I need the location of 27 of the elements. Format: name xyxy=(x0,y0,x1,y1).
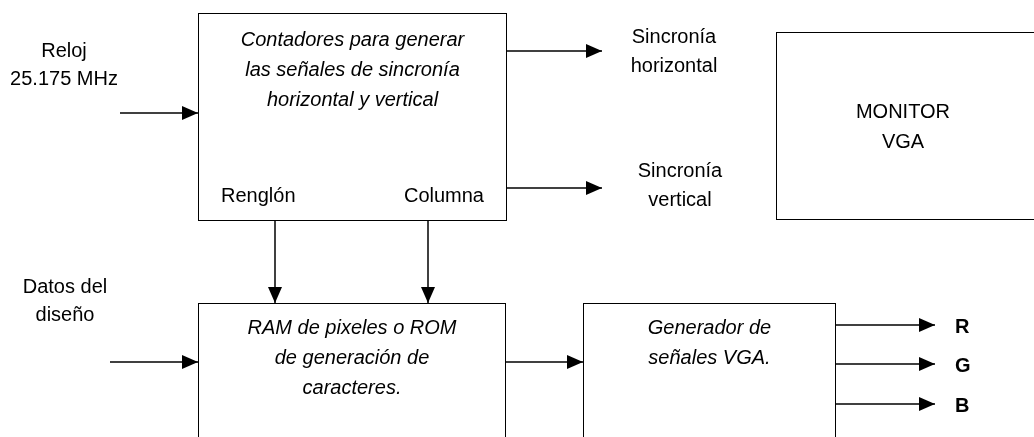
signal-label: Columna xyxy=(403,183,484,208)
signal-label: Renglón xyxy=(221,183,296,208)
arrow xyxy=(421,220,435,304)
input-label: Reloj 25.175 MHz xyxy=(8,36,120,116)
arrow xyxy=(835,318,936,332)
arrow xyxy=(506,181,603,195)
arrow xyxy=(119,106,199,120)
process-box xyxy=(583,303,836,437)
arrow xyxy=(109,355,199,369)
arrow xyxy=(506,44,603,58)
input-label: Datos del diseño xyxy=(20,272,110,368)
block-label: MONITOR VGA xyxy=(854,99,952,154)
process-box xyxy=(198,303,506,437)
signal-label: Sincronía vertical xyxy=(636,158,724,212)
arrow xyxy=(835,397,936,411)
process-box xyxy=(776,32,1034,220)
signal-label: G xyxy=(954,354,971,376)
block-label: Generador de señales VGA. xyxy=(646,315,773,370)
signal-label: R xyxy=(954,315,970,337)
block-label: Contadores para generar las señales de sincronía horizontal y vertical xyxy=(239,27,466,112)
arrow xyxy=(268,220,282,304)
process-box xyxy=(198,13,507,221)
signal-label: B xyxy=(954,394,970,416)
arrow xyxy=(835,357,936,371)
block-label: RAM de pixeles o ROM de generación de caracteres. xyxy=(246,315,458,400)
signal-label: Sincronía horizontal xyxy=(629,24,719,78)
arrow xyxy=(505,355,584,369)
